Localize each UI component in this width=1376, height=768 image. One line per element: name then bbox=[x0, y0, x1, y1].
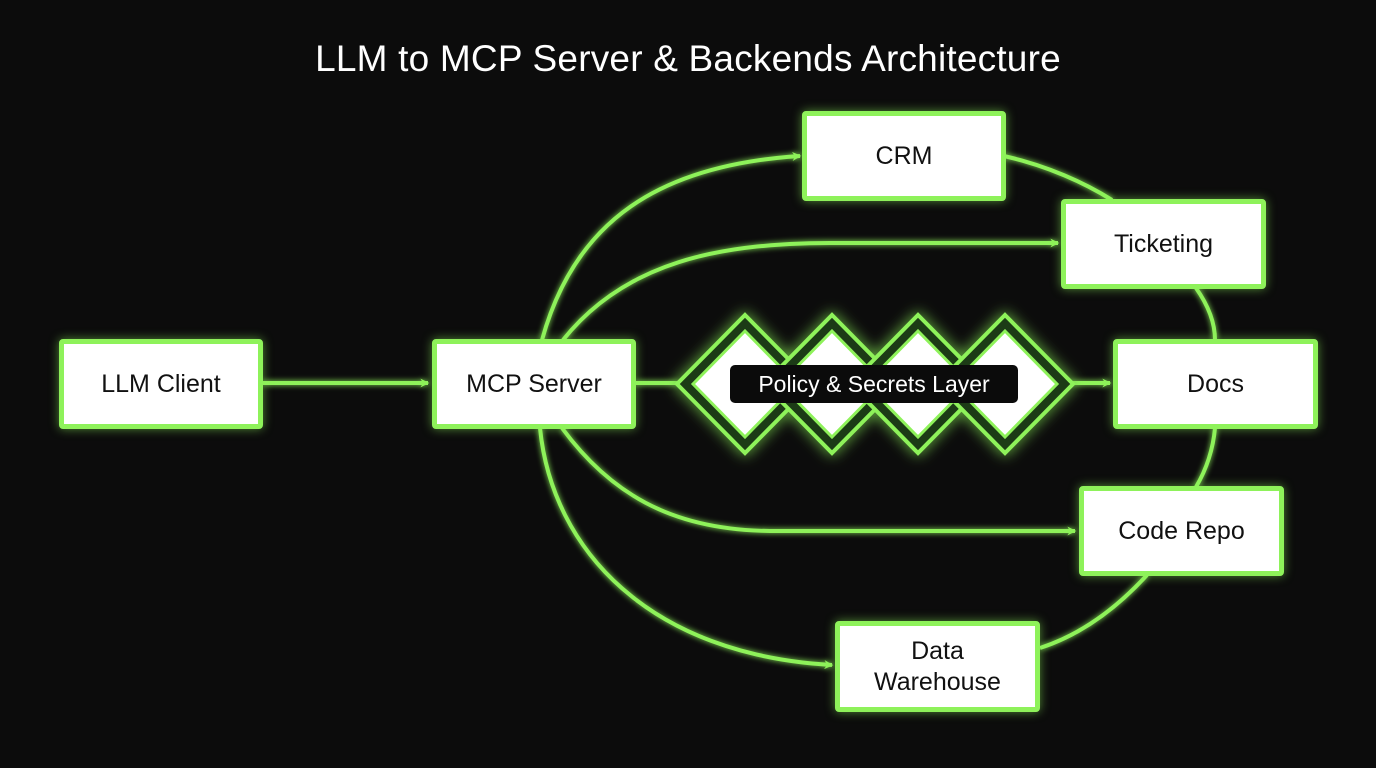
node-mcp-server[interactable]: MCP Server bbox=[432, 339, 636, 429]
node-code-repo-label: Code Repo bbox=[1118, 516, 1245, 545]
node-crm-label: CRM bbox=[875, 141, 933, 170]
edge-mcp-to-crm bbox=[540, 152, 802, 341]
edge-ticketing-to-docs bbox=[1194, 286, 1217, 341]
edge-mcp-to-coderepo bbox=[560, 426, 1077, 536]
node-ticketing[interactable]: Ticketing bbox=[1061, 199, 1266, 289]
edge-mcp-to-datawarehouse bbox=[538, 427, 834, 670]
diagram-title: LLM to MCP Server & Backends Architectur… bbox=[315, 38, 1061, 79]
node-llm-client-label: LLM Client bbox=[101, 369, 221, 398]
node-crm[interactable]: CRM bbox=[802, 111, 1006, 201]
edge-mcp-to-ticketing bbox=[561, 238, 1060, 342]
node-docs-label: Docs bbox=[1187, 369, 1244, 398]
node-data-warehouse-label-line1: Data bbox=[911, 636, 964, 665]
node-llm-client[interactable]: LLM Client bbox=[59, 339, 263, 429]
node-docs[interactable]: Docs bbox=[1113, 339, 1318, 429]
node-ticketing-label: Ticketing bbox=[1113, 229, 1214, 258]
node-data-warehouse-label-line2: Warehouse bbox=[874, 667, 1001, 696]
node-code-repo[interactable]: Code Repo bbox=[1079, 486, 1284, 576]
node-mcp-server-label: MCP Server bbox=[466, 369, 602, 398]
node-data-warehouse[interactable]: Data Warehouse bbox=[835, 621, 1040, 712]
edge-coderepo-to-datawarehouse bbox=[1039, 573, 1149, 650]
edge-docs-to-coderepo bbox=[1194, 427, 1217, 489]
edge-crm-to-ticketing bbox=[1003, 154, 1114, 202]
node-policy-secrets-layer-label: Policy & Secrets Layer bbox=[758, 370, 990, 397]
node-policy-secrets-layer[interactable]: Policy & Secrets Layer bbox=[730, 365, 1018, 403]
